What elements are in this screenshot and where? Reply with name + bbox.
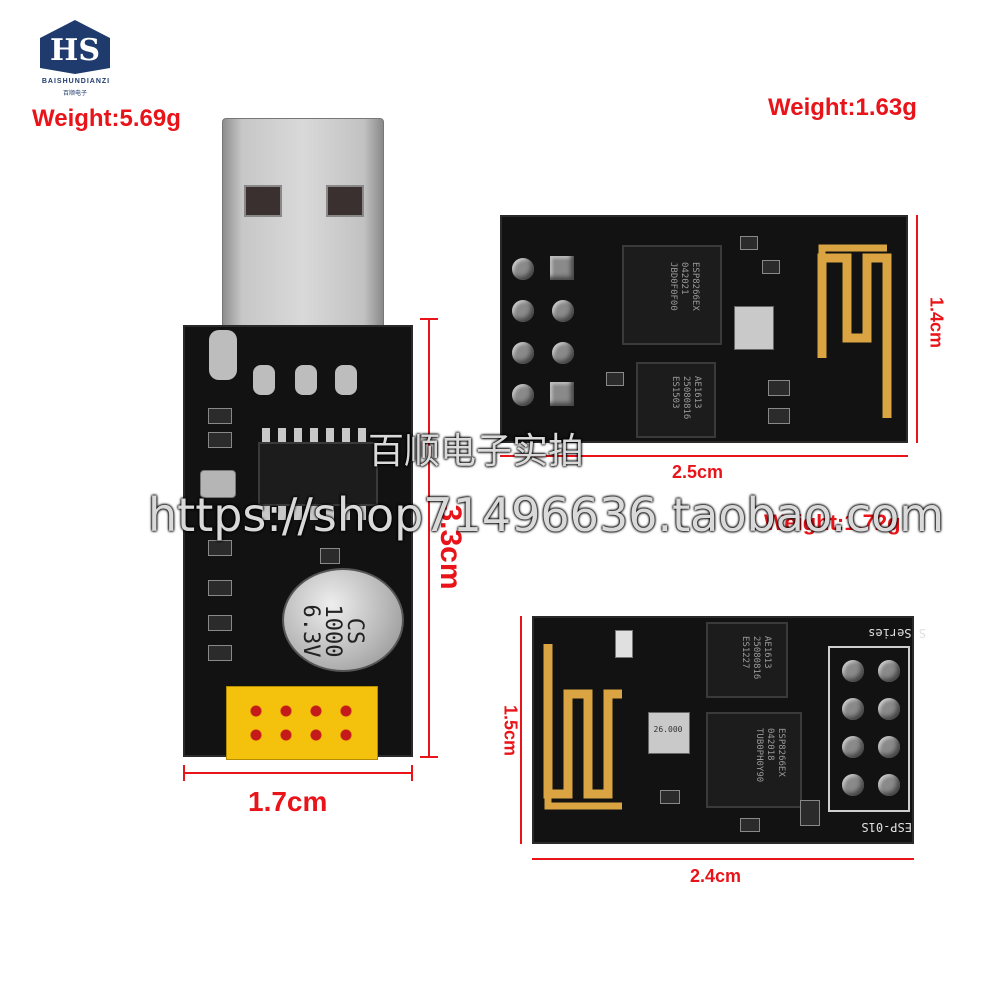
smd-component	[800, 800, 820, 826]
weight-label-esp01s: Weight:1.72g	[764, 510, 901, 535]
dim-line-usb-width	[183, 772, 413, 774]
flash-chip	[636, 362, 716, 438]
flash-line-2: 25080816	[681, 376, 691, 420]
flash-line-3: ES1503	[670, 376, 680, 409]
usb-serial-chip	[258, 442, 378, 506]
dim-label-usb-width: 1.7cm	[248, 786, 328, 817]
header-pin	[878, 774, 900, 796]
watermark-shop-url: https://shop71496636.taobao.com	[148, 488, 945, 542]
header-pin	[512, 342, 534, 364]
capacitor-line-2: 1000	[320, 604, 345, 658]
header-pin	[878, 736, 900, 758]
header-pin	[842, 698, 864, 720]
header-pin	[512, 300, 534, 322]
dim-tick	[411, 765, 413, 781]
watermark-shop-name: 百顺电子实拍	[368, 431, 585, 472]
esp-socket-header	[226, 686, 378, 760]
brand-logo: HS BAISHUNDIANZI 百顺电子	[30, 18, 120, 98]
smd-component	[208, 540, 232, 556]
crystal-oscillator	[648, 712, 690, 754]
dim-line-esp01-width	[500, 455, 908, 457]
esp01s-chip-text: ESP8266EX 042018 TUB0PH0Y90	[753, 728, 786, 808]
smd-component	[208, 645, 232, 661]
usb-plug	[222, 118, 384, 360]
esp01-chip-text: ESP8266EX 042021 JBD0F0F00	[667, 262, 700, 342]
pcb-antenna	[817, 244, 892, 418]
weight-label-esp01: Weight:1.63g	[768, 94, 917, 121]
smd-component	[762, 260, 780, 274]
smd-component	[740, 236, 758, 250]
esp01s-chip-line-2: 042018	[765, 728, 775, 761]
chip-legs-top	[262, 428, 374, 442]
esp01s-flash-text: AE1613 25080816 ES1227	[739, 636, 772, 706]
header-outline	[828, 646, 910, 812]
esp8266-chip	[622, 245, 722, 345]
usb-plug-slot-left	[244, 185, 282, 217]
pcb-antenna	[543, 644, 622, 810]
brand-subtext: 百顺电子	[62, 91, 87, 97]
flash-line-1: AE1613	[692, 376, 702, 409]
silkscreen-series: S Series	[868, 626, 926, 640]
header-pin	[842, 660, 864, 682]
smd-component	[208, 408, 232, 424]
dim-label-esp01s-width: 2.4cm	[690, 866, 742, 886]
esp01s-flash-line-2: 25080816	[751, 636, 761, 680]
esp01-flash-text: AE1613 25080816 ES1503	[669, 376, 702, 446]
esp01s-flash-line-3: ES1227	[740, 636, 750, 669]
hs-logo-icon: HS	[40, 20, 110, 74]
usb-solder-pads	[205, 330, 390, 395]
capacitor-line-1: CS	[342, 617, 367, 645]
dim-line-esp01s-height	[520, 616, 522, 844]
crystal-oscillator	[200, 470, 236, 498]
brand-text: BAISHUNDIANZI	[41, 78, 111, 85]
smd-component	[660, 790, 680, 804]
esp01-chip-line-2: 042021	[679, 262, 689, 295]
smd-component	[208, 432, 232, 448]
esp01s-flash-line-1: AE1613	[762, 636, 772, 669]
dim-line-usb-height	[428, 318, 430, 758]
capacitor-line-3: 6.3V	[298, 604, 323, 658]
smd-component	[320, 548, 340, 564]
header-pin-square	[550, 256, 574, 280]
dim-label-esp01-width: 2.5cm	[672, 462, 724, 482]
usb-plug-slot-right	[326, 185, 364, 217]
smd-component	[768, 380, 790, 396]
smd-component	[768, 408, 790, 424]
capacitor-text: CS 1000 6.3V	[298, 591, 367, 671]
electrolytic-capacitor	[282, 568, 404, 672]
header-pin	[878, 698, 900, 720]
header-pin	[842, 736, 864, 758]
header-pin	[552, 300, 574, 322]
smd-component	[208, 615, 232, 631]
smd-component	[740, 818, 760, 832]
dim-label-esp01-height: 1.4cm	[926, 296, 947, 349]
dim-line-esp01s-width	[532, 858, 914, 860]
header-pin	[512, 258, 534, 280]
chip-legs-bottom	[262, 506, 374, 520]
status-led	[615, 630, 633, 658]
crystal-oscillator	[734, 306, 774, 350]
header-pin-square	[550, 382, 574, 406]
esp01-chip-line-1: ESP8266EX	[690, 262, 700, 311]
weight-label-usb: Weight:5.69g	[32, 105, 181, 132]
dim-label-esp01s-height: 1.5cm	[500, 704, 521, 757]
flash-chip	[706, 622, 788, 698]
header-pin	[842, 774, 864, 796]
silkscreen-model: ESP-01S	[861, 820, 912, 834]
dim-line-esp01-height	[916, 215, 918, 443]
dim-tick	[420, 756, 438, 758]
header-pin	[512, 384, 534, 406]
crystal-text: 26.000	[653, 725, 683, 734]
esp01-chip-line-3: JBD0F0F00	[668, 262, 678, 311]
esp01s-chip-line-1: ESP8266EX	[776, 728, 786, 777]
esp01s-chip-line-3: TUB0PH0Y90	[754, 728, 764, 783]
header-pin	[552, 342, 574, 364]
smd-component	[606, 372, 624, 386]
dim-tick	[183, 765, 185, 781]
smd-component	[208, 580, 232, 596]
svg-text:HS: HS	[50, 33, 100, 68]
header-pin	[878, 660, 900, 682]
esp8266-chip	[706, 712, 802, 808]
dim-tick	[420, 318, 438, 320]
